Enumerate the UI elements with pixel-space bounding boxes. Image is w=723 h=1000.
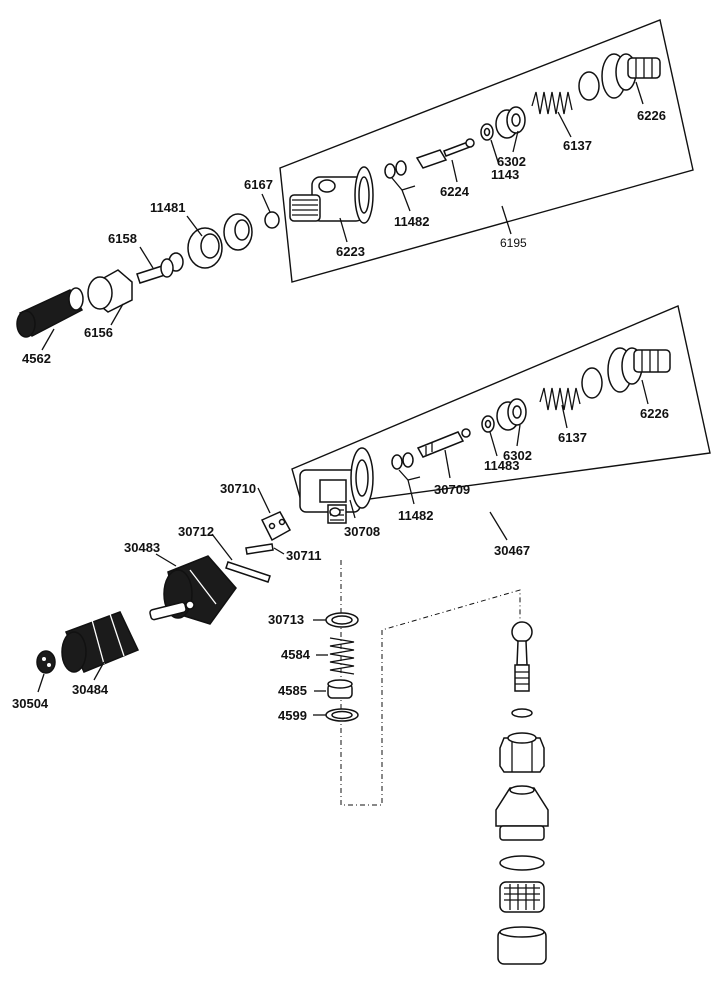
part-11482-o-rings-lower xyxy=(391,452,414,470)
callout-30708: 30708 xyxy=(344,524,380,539)
callout-6302-lower: 6302 xyxy=(503,448,532,463)
part-30504-insert xyxy=(36,650,56,674)
callout-11482-lower: 11482 xyxy=(398,508,433,523)
part-6224-valve-stem xyxy=(415,138,475,169)
part-4585-cap xyxy=(327,679,353,699)
part-6156-nozzle xyxy=(87,269,133,313)
part-11481-nut xyxy=(187,227,223,269)
part-11482-o-rings xyxy=(384,160,407,179)
part-4584-spring xyxy=(329,637,355,675)
part-11483-washer xyxy=(481,415,495,433)
callout-6226-upper: 6226 xyxy=(637,108,666,123)
part-6302-seat xyxy=(495,106,526,139)
part-30708-valve-body xyxy=(299,447,374,524)
callout-11482-upper: 11482 xyxy=(394,214,429,229)
callout-6167: 6167 xyxy=(244,177,273,192)
part-30710-bracket xyxy=(260,511,292,542)
part-6137-spring-lower xyxy=(539,387,581,411)
part-30709-valve-stem xyxy=(416,428,471,458)
callout-6137-lower: 6137 xyxy=(558,430,587,445)
callout-30504: 30504 xyxy=(12,696,49,711)
part-30713-washer xyxy=(325,612,359,628)
part-6137-spring xyxy=(531,91,573,115)
callout-30467: 30467 xyxy=(494,543,530,558)
callout-11483: 11483 xyxy=(484,458,519,473)
part-hex-nut xyxy=(499,732,545,773)
callout-6224: 6224 xyxy=(440,184,470,199)
part-6226-inlet-fitting-lower xyxy=(607,347,671,393)
callout-6195: 6195 xyxy=(500,236,527,250)
part-6167-ball xyxy=(264,211,280,229)
part-dome-cap xyxy=(495,785,549,841)
callout-30709: 30709 xyxy=(434,482,470,497)
callout-1143: 1143 xyxy=(491,167,519,182)
part-30484-handle xyxy=(61,611,140,673)
part-o-ring-lower xyxy=(581,367,603,399)
callout-4584: 4584 xyxy=(281,647,311,662)
callout-6156: 6156 xyxy=(84,325,113,340)
part-1143-washer xyxy=(480,123,494,141)
callout-6158: 6158 xyxy=(108,231,137,246)
callout-4562: 4562 xyxy=(22,351,51,366)
assembly-guide-line xyxy=(340,560,521,806)
callout-30484: 30484 xyxy=(72,682,109,697)
callout-30713: 30713 xyxy=(268,612,304,627)
part-6158-screw xyxy=(136,258,174,284)
part-aerator-screen xyxy=(499,881,545,913)
part-o-ring-upper xyxy=(578,71,600,101)
part-nut-middle xyxy=(223,213,253,251)
part-6302-seat-lower xyxy=(496,398,527,431)
part-30483-head xyxy=(149,555,237,625)
callout-4585: 4585 xyxy=(278,683,307,698)
callout-30712: 30712 xyxy=(178,524,214,539)
callout-30710: 30710 xyxy=(220,481,256,496)
callout-30483: 30483 xyxy=(124,540,160,555)
callout-4599: 4599 xyxy=(278,708,307,723)
part-6223-valve-body xyxy=(289,166,374,224)
callout-6226-lower: 6226 xyxy=(640,406,669,421)
callout-30711: 30711 xyxy=(286,548,321,563)
callout-11481: 11481 xyxy=(150,200,185,215)
part-small-washer xyxy=(511,708,533,718)
part-ball-stem xyxy=(511,621,533,692)
part-4562-tip xyxy=(16,287,84,338)
part-aerator-housing xyxy=(497,926,547,965)
part-gasket xyxy=(499,855,545,871)
callout-6302-upper: 6302 xyxy=(497,154,526,169)
assembly-box-6195 xyxy=(279,19,694,283)
callout-6137-upper: 6137 xyxy=(563,138,592,153)
part-4599-washer xyxy=(325,708,359,722)
part-30711-pin xyxy=(245,543,274,555)
callout-6223: 6223 xyxy=(336,244,365,259)
part-30712-pin xyxy=(225,561,271,583)
part-6226-inlet-fitting xyxy=(601,53,661,99)
